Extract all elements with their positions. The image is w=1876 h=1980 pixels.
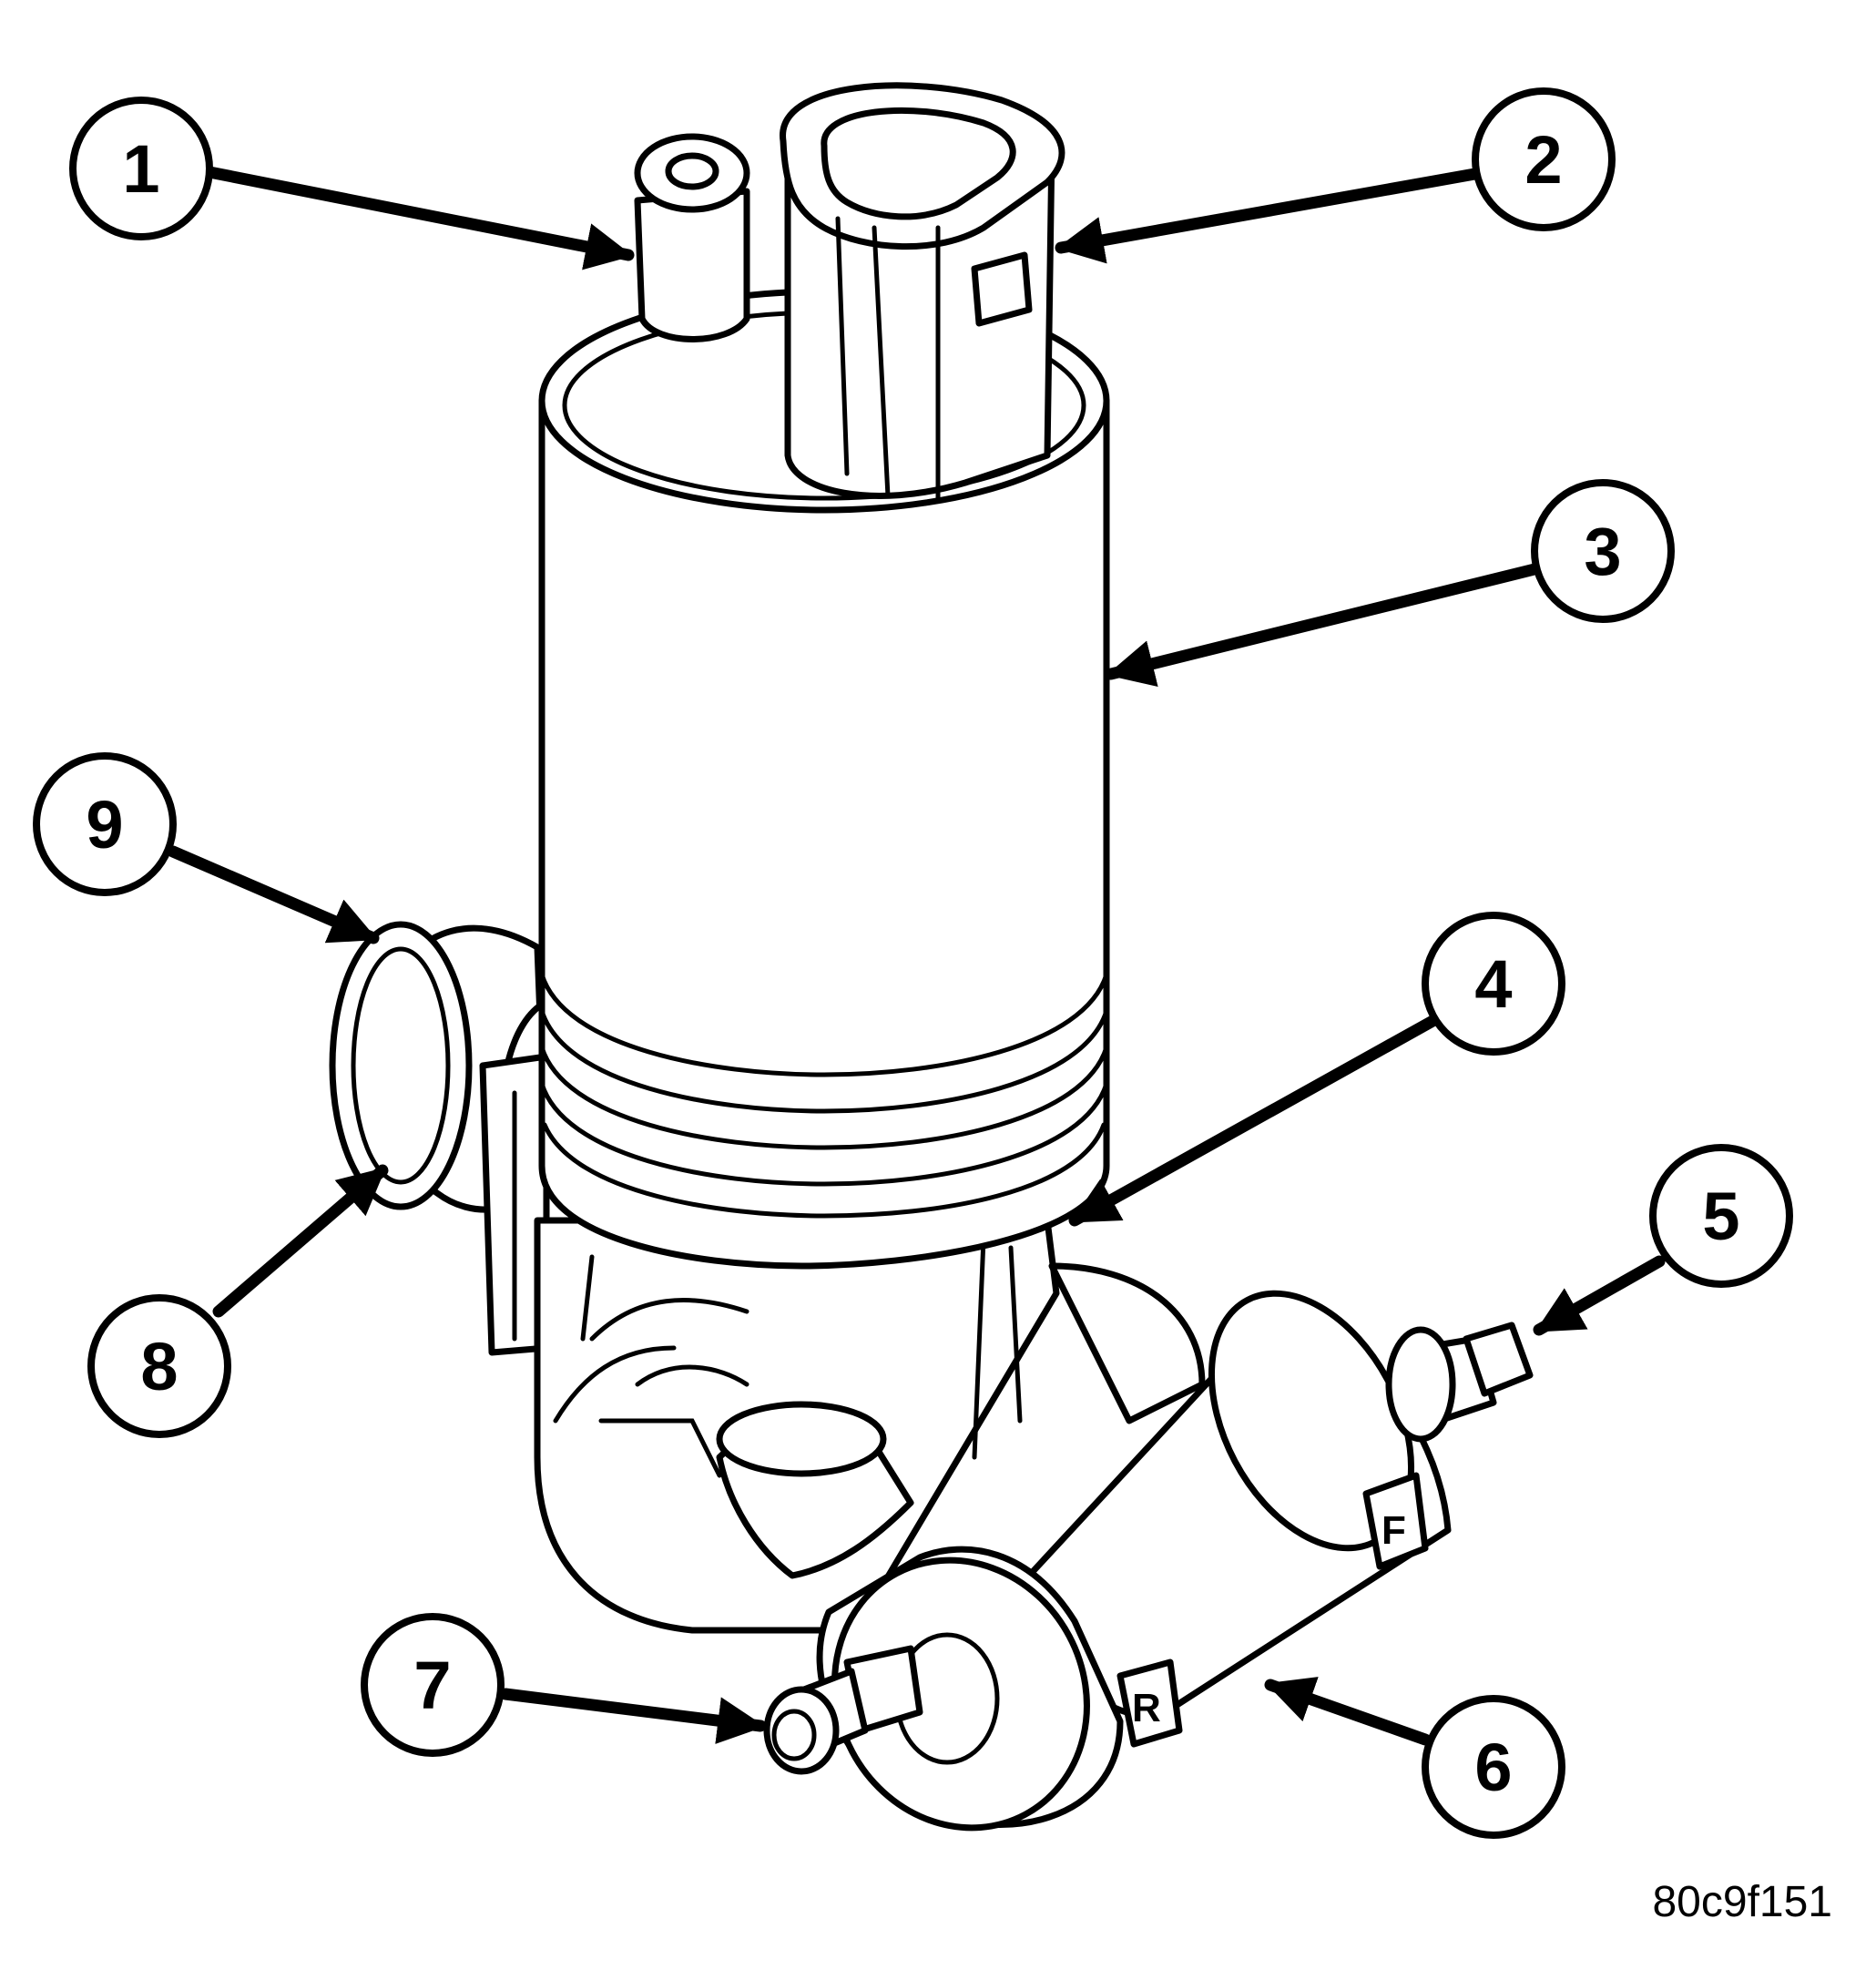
leader-7 (499, 1688, 767, 1744)
leader-1 (199, 165, 635, 270)
callout-1-label: 1 (122, 131, 159, 207)
callout-3-label: 3 (1584, 514, 1621, 589)
rear-tab: R (1116, 1659, 1183, 1748)
leader-8 (212, 1164, 389, 1318)
callout-1: 1 (69, 97, 213, 240)
left-outlet (329, 921, 550, 1356)
front-marker-label: F (1382, 1508, 1406, 1553)
diverter-valve (816, 1290, 1452, 1832)
callout-5-label: 5 (1702, 1179, 1739, 1254)
rear-marker-label: R (1132, 1686, 1161, 1730)
hose-connector (716, 1401, 914, 1579)
leader-6 (1264, 1677, 1432, 1746)
leader-5 (1533, 1255, 1666, 1336)
leader-2 (1055, 167, 1486, 264)
figure-id: 80c9f151 (1652, 1878, 1832, 1926)
callout-8: 8 (87, 1294, 231, 1438)
front-tab: F (1362, 1472, 1429, 1570)
callout-9: 9 (33, 752, 177, 896)
callout-2-label: 2 (1524, 122, 1562, 198)
callout-2: 2 (1472, 87, 1616, 231)
electrical-connector (780, 82, 1065, 504)
callout-4: 4 (1422, 912, 1565, 1056)
callout-7: 7 (361, 1613, 505, 1757)
leader-lines (167, 165, 1666, 1746)
callout-8-label: 8 (140, 1329, 178, 1404)
callout-7-label: 7 (413, 1648, 451, 1723)
leader-9 (167, 845, 380, 944)
inlet-port (634, 133, 750, 342)
callout-3: 3 (1531, 479, 1675, 623)
callout-6: 6 (1422, 1695, 1565, 1839)
callout-9-label: 9 (86, 787, 123, 862)
callout-5: 5 (1649, 1144, 1793, 1288)
leader-3 (1105, 563, 1541, 688)
right-outlet-nozzle (1385, 1322, 1534, 1443)
callout-6-label: 6 (1474, 1730, 1512, 1805)
callout-4-label: 4 (1474, 946, 1512, 1022)
leader-4 (1068, 1014, 1441, 1227)
left-outlet-nozzle (763, 1645, 923, 1775)
